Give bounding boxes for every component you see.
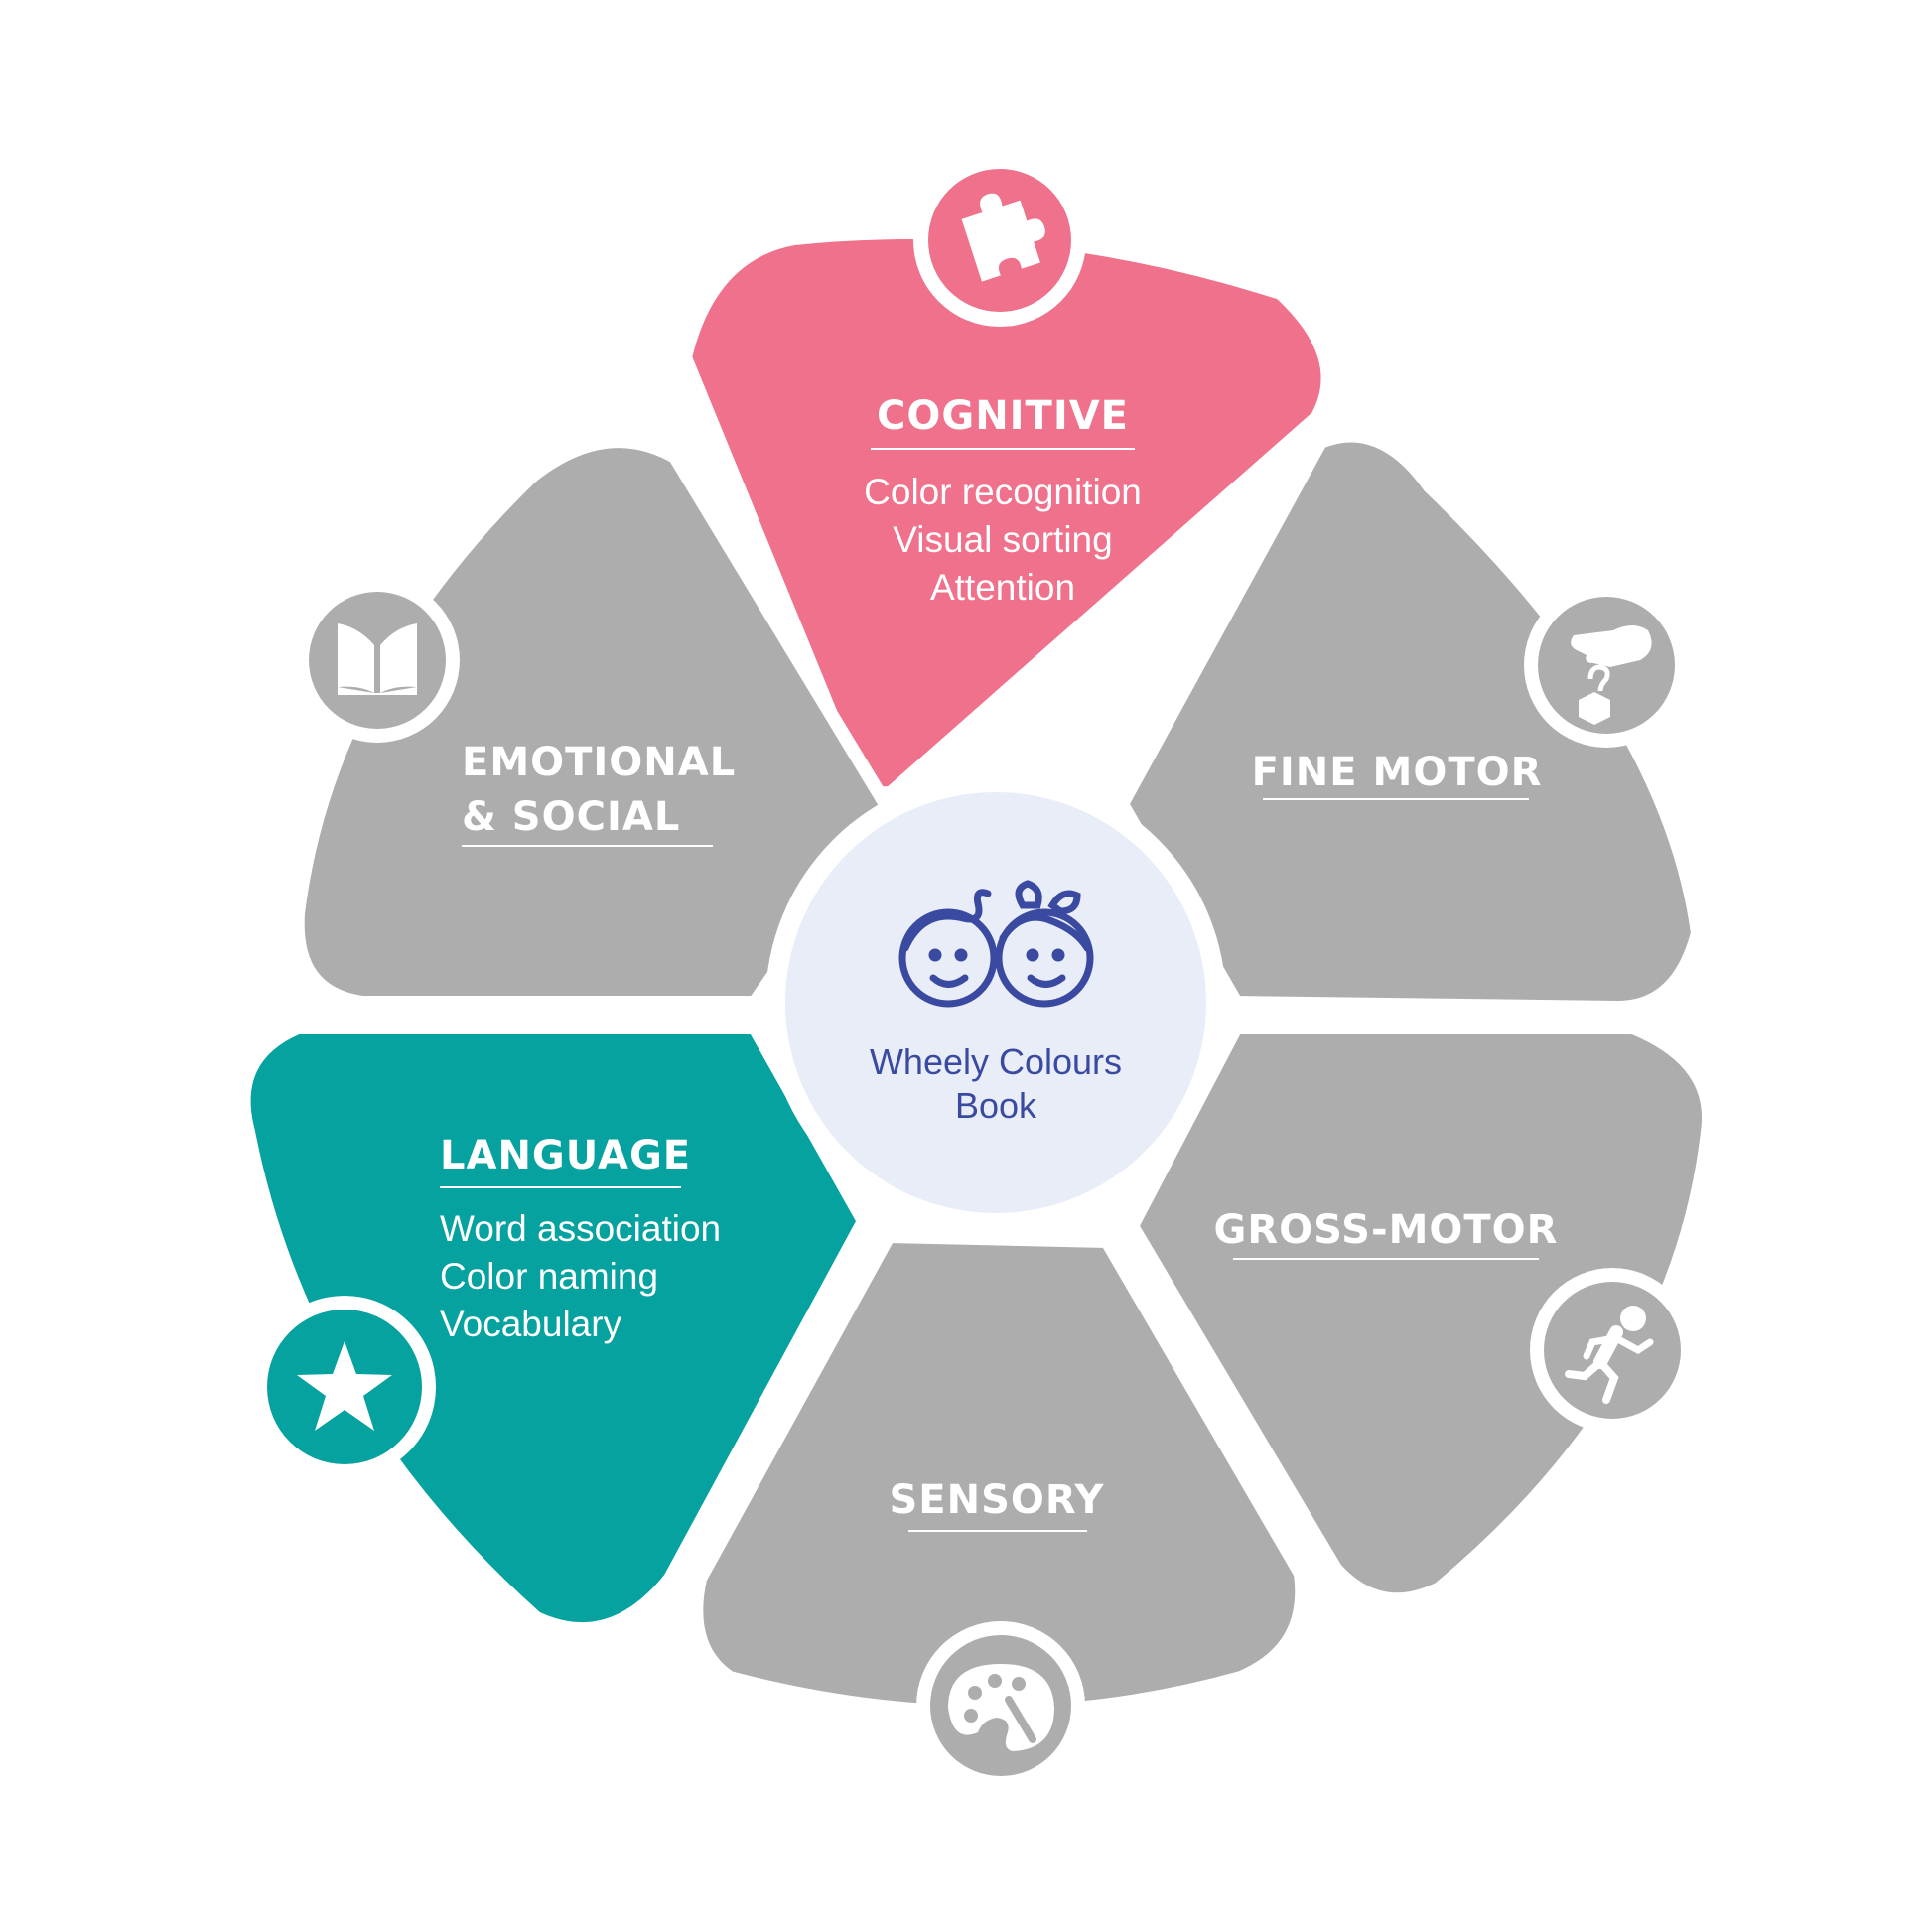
emotional-title-line1: EMOTIONAL [462, 740, 736, 785]
petals [236, 225, 1716, 1720]
cognitive-item-3: Attention [930, 567, 1075, 608]
center-title-line2: Book [955, 1085, 1037, 1126]
star-icon [297, 1341, 392, 1431]
emotional-title-line2: & SOCIAL [462, 794, 680, 840]
cognitive-badge [913, 154, 1086, 327]
center-title-line1: Wheely Colours [870, 1041, 1122, 1082]
language-title: LANGUAGE [440, 1133, 691, 1178]
gross-motor-badge [1530, 1268, 1695, 1433]
gross-motor-title: GROSS-MOTOR [1214, 1207, 1559, 1253]
emotional-badge [295, 578, 460, 743]
hand-picking-block-icon [1571, 625, 1652, 725]
cognitive-item-2: Visual sorting [893, 519, 1112, 560]
open-book-icon [338, 623, 417, 695]
puzzle-piece-icon [961, 193, 1045, 282]
two-children-faces-icon [898, 880, 1094, 1008]
cognitive-item-1: Color recognition [864, 472, 1142, 512]
cognitive-title: COGNITIVE [877, 393, 1129, 439]
sensory-title: SENSORY [890, 1477, 1105, 1523]
running-person-icon [1565, 1306, 1654, 1404]
sensory-badge [916, 1621, 1085, 1790]
center-disc [785, 792, 1206, 1213]
fine-motor-title: FINE MOTOR [1252, 750, 1543, 795]
paint-palette-icon [948, 1664, 1054, 1751]
language-item-3: Vocabulary [440, 1304, 622, 1344]
language-item-1: Word association [440, 1208, 721, 1249]
fine-motor-badge [1524, 583, 1689, 748]
language-badge [253, 1296, 436, 1478]
language-item-2: Color naming [440, 1256, 658, 1297]
